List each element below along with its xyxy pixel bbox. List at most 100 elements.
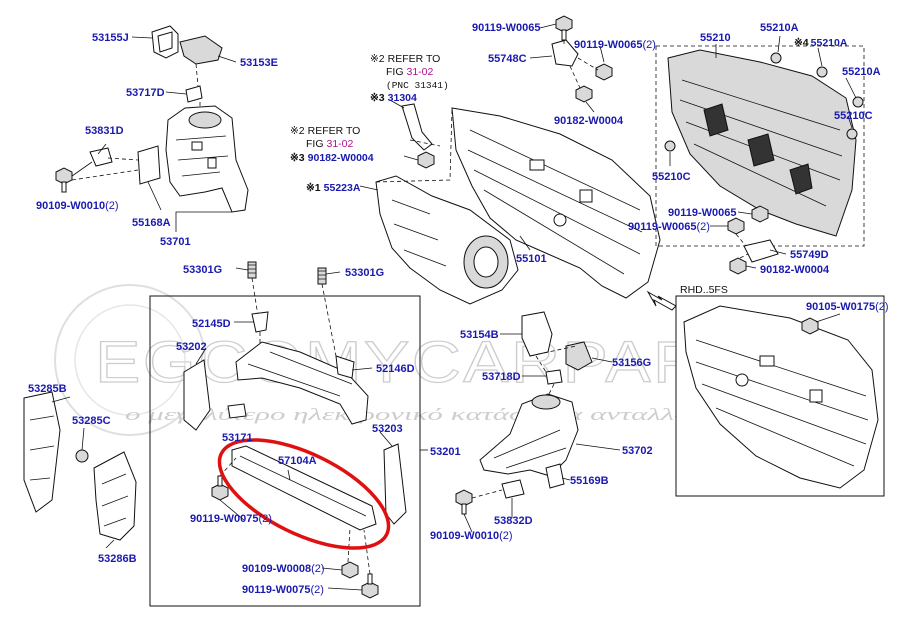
- clip-55210A-2: [816, 66, 828, 78]
- label-90182-W0004-right[interactable]: 90182-W0004: [760, 264, 830, 276]
- bracket-53171: [227, 403, 247, 419]
- label-55168A[interactable]: 55168A: [132, 217, 171, 229]
- label-90119-W0075-bottom[interactable]: 90119-W0075(2): [242, 584, 324, 596]
- label-90119-W0075-left[interactable]: 90119-W0075(2): [190, 513, 272, 525]
- note-pnc: (PNC 31341): [386, 80, 449, 91]
- label-90119-W0065-right[interactable]: 90119-W0065(2): [574, 39, 656, 51]
- clip-55210A-1: [770, 52, 782, 64]
- apron-53701: [165, 105, 249, 213]
- radiator-support-group: [183, 311, 407, 599]
- splash-shields-group: [23, 391, 137, 549]
- label-53718D[interactable]: 53718D: [482, 371, 521, 383]
- label-53201[interactable]: 53201: [430, 446, 461, 458]
- label-53301G-left[interactable]: 53301G: [183, 264, 222, 276]
- bolt-90105-W0175: [801, 317, 819, 335]
- label-53702[interactable]: 53702: [622, 445, 653, 457]
- bracket-55749D: [743, 239, 779, 263]
- apron-53702-group: [455, 311, 621, 533]
- label-53202[interactable]: 53202: [176, 341, 207, 353]
- label-55210A-3[interactable]: 55210A: [842, 66, 881, 78]
- bracket-52145D: [251, 311, 269, 333]
- label-53286B[interactable]: 53286B: [98, 553, 137, 565]
- label-55210C-1[interactable]: 55210C: [834, 110, 873, 122]
- label-55210A-1[interactable]: 55210A: [760, 22, 799, 34]
- side-member-53203: [383, 443, 407, 525]
- frame-53201-box: [149, 295, 421, 607]
- label-90109-W0008[interactable]: 90109-W0008(2): [242, 563, 325, 575]
- rhd-dash-panel: [683, 305, 879, 489]
- shield-53286B: [93, 451, 137, 541]
- label-53154B[interactable]: 53154B: [460, 329, 499, 341]
- label-53156G[interactable]: 53156G: [612, 357, 651, 369]
- label-55210C-2[interactable]: 55210C: [652, 171, 691, 183]
- label-55749D[interactable]: 55749D: [790, 249, 829, 261]
- bracket-53832D: [501, 479, 525, 499]
- clip-53285C: [75, 449, 89, 463]
- dash-panel-55101: [451, 107, 661, 299]
- bracket-55748C-group: [529, 15, 613, 113]
- label-53171[interactable]: 53171: [222, 432, 253, 444]
- label-90109-W0010-left[interactable]: 90109-W0010(2): [36, 200, 119, 212]
- bolt-90119-W0065-mid: [751, 205, 769, 223]
- bracket-53154B: [521, 311, 553, 357]
- clip-55210C-2: [664, 140, 676, 152]
- label-55748C[interactable]: 55748C: [488, 53, 527, 65]
- shield-53285B: [23, 391, 61, 513]
- label-90109-W0010-right[interactable]: 90109-W0010(2): [430, 530, 513, 542]
- bracket-52146D: [335, 355, 355, 379]
- studs-53301G: [235, 261, 341, 357]
- label-90119-W0065-mid[interactable]: 90119-W0065: [668, 207, 737, 219]
- bolt-90119-W0065-top: [555, 15, 573, 41]
- label-53155J[interactable]: 53155J: [92, 32, 129, 44]
- label-90119-W0065-mid2[interactable]: 90119-W0065(2): [628, 221, 710, 233]
- bracket-55749D-group: [710, 205, 787, 275]
- label-53301G-right[interactable]: 53301G: [345, 267, 384, 279]
- clip-55210A-3: [852, 96, 864, 108]
- label-90119-W0065-top[interactable]: 90119-W0065: [472, 22, 541, 34]
- nut-90182-W0004-right: [729, 257, 747, 275]
- label-57104A[interactable]: 57104A: [278, 455, 317, 467]
- rhd-inset: [675, 295, 885, 497]
- bracket-53156G: [565, 341, 593, 371]
- label-53203[interactable]: 53203: [372, 423, 403, 435]
- side-member-53202: [183, 359, 211, 431]
- label-55101[interactable]: 55101: [516, 253, 547, 265]
- label-53701[interactable]: 53701: [160, 236, 191, 248]
- bolt-90119-W0065-mid2: [727, 217, 745, 235]
- nut-90182-W0004-top: [575, 85, 593, 103]
- label-90182-W0004-top[interactable]: 90182-W0004: [554, 115, 624, 127]
- label-53831D[interactable]: 53831D: [85, 125, 124, 137]
- bracket-55169B: [545, 463, 565, 489]
- labels: 53155J 53153E 53717D 53831D 90109-W0010(…: [28, 22, 889, 596]
- bracket-53717D: [185, 85, 203, 103]
- label-90105-W0175[interactable]: 90105-W0175(2): [806, 301, 889, 313]
- bolt-90119-W0075-left: [211, 475, 229, 501]
- label-53285C[interactable]: 53285C: [72, 415, 111, 427]
- bolt-90119-W0075-bottom: [361, 573, 379, 599]
- label-53717D[interactable]: 53717D: [126, 87, 165, 99]
- label-53285B[interactable]: 53285B: [28, 383, 67, 395]
- rhd-arrow: [646, 290, 677, 311]
- watermark-sub: ο μεγαλύτερο ηλεκτρονικό κατάστημα ανταλ…: [125, 405, 776, 424]
- nut-90182-W0004-center: [417, 151, 435, 169]
- label-55169B[interactable]: 55169B: [570, 475, 609, 487]
- bolt-90109-W0010-right: [455, 489, 473, 515]
- bolt-90119-W0065-right: [595, 63, 613, 81]
- label-53832D[interactable]: 53832D: [494, 515, 533, 527]
- label-53153E[interactable]: 53153E: [240, 57, 278, 69]
- highlight-ring: [217, 438, 391, 550]
- label-52145D[interactable]: 52145D: [192, 318, 231, 330]
- bracket-53153E: [179, 35, 223, 65]
- label-52146D[interactable]: 52146D: [376, 363, 415, 375]
- label-55210[interactable]: 55210: [700, 32, 731, 44]
- apron-53702: [479, 393, 579, 477]
